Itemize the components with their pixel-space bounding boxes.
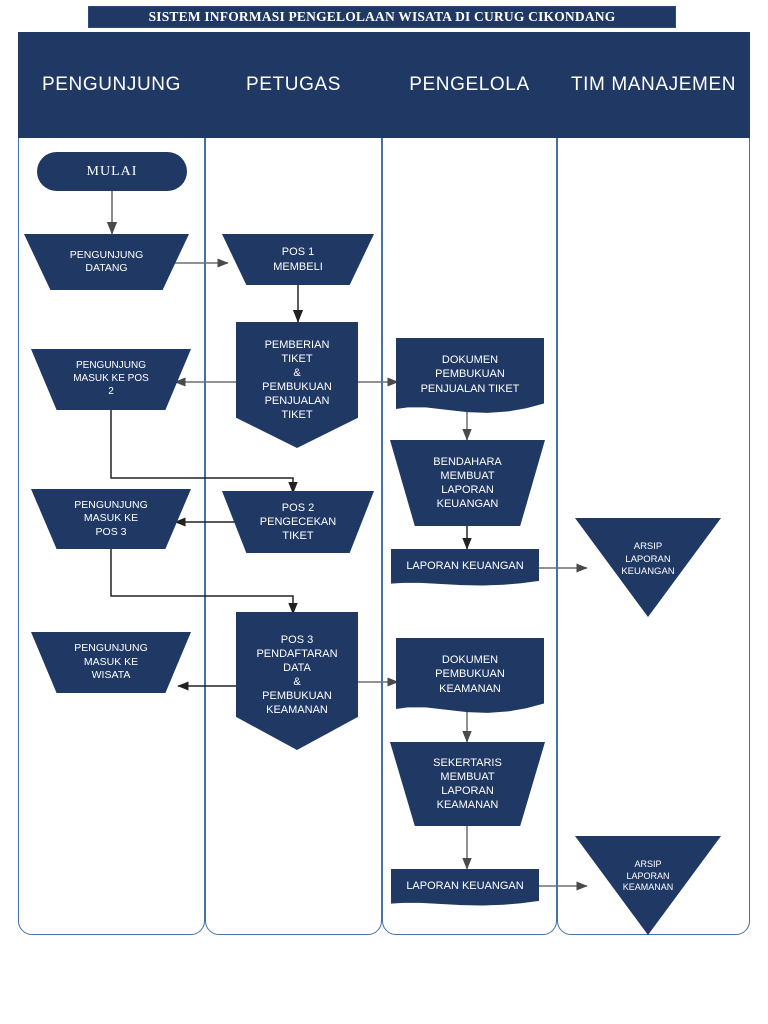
lane-header-pengelola: PENGELOLA xyxy=(382,32,557,138)
node-pengunjung-datang[interactable]: PENGUNJUNG DATANG xyxy=(24,234,189,290)
lane-tim-manajemen xyxy=(557,32,750,935)
node-pengunjung-masuk-pos2[interactable]: PENGUNJUNG MASUK KE POS 2 xyxy=(31,349,191,410)
node-pengunjung-masuk-pos3[interactable]: PENGUNJUNG MASUK KE POS 3 xyxy=(31,489,191,549)
diagram-title: SISTEM INFORMASI PENGELOLAAN WISATA DI C… xyxy=(148,9,616,24)
lane-header-petugas: PETUGAS xyxy=(205,32,382,138)
node-label: POS 2 PENGECEKAN TIKET xyxy=(259,501,337,543)
node-sekertaris-membuat-laporan-keamanan[interactable]: SEKERTARIS MEMBUAT LAPORAN KEAMANAN xyxy=(390,742,545,826)
node-dokumen-pembukuan-keamanan[interactable]: DOKUMEN PEMBUKUAN KEAMANAN xyxy=(396,638,544,713)
node-label: PENGUNJUNG DATANG xyxy=(69,248,144,274)
node-label: BENDAHARA MEMBUAT LAPORAN KEUANGAN xyxy=(433,455,502,511)
node-pos1-membeli[interactable]: POS 1 MEMBELI xyxy=(222,234,374,285)
node-mulai[interactable]: MULAI xyxy=(37,152,187,191)
lane-header-label: PENGELOLA xyxy=(409,74,530,96)
node-label: ARSIP LAPORAN KEUANGAN xyxy=(621,541,675,577)
node-label: POS 1 MEMBELI xyxy=(273,246,323,273)
node-pos3-pendaftaran[interactable]: POS 3 PENDAFTARAN DATA & PEMBUKUAN KEAMA… xyxy=(236,612,358,750)
node-label: DOKUMEN PEMBUKUAN PENJUALAN TIKET xyxy=(420,354,520,395)
node-label: POS 3 PENDAFTARAN DATA & PEMBUKUAN KEAMA… xyxy=(256,633,338,717)
lane-header-pengunjung: PENGUNJUNG xyxy=(18,32,205,138)
node-label: DOKUMEN PEMBUKUAN KEAMANAN xyxy=(435,654,505,695)
lane-header-label: TIM MANAJEMEN xyxy=(570,74,737,96)
node-label: LAPORAN KEUANGAN xyxy=(406,560,524,573)
node-label: PEMBERIAN TIKET & PEMBUKUAN PENJUALAN TI… xyxy=(262,338,332,422)
diagram-title-bar: SISTEM INFORMASI PENGELOLAAN WISATA DI C… xyxy=(88,6,676,28)
node-laporan-keuangan-1[interactable]: LAPORAN KEUANGAN xyxy=(391,549,539,586)
node-label: SEKERTARIS MEMBUAT LAPORAN KEAMANAN xyxy=(433,756,502,812)
lane-petugas xyxy=(205,32,382,935)
node-label: MULAI xyxy=(86,163,138,179)
node-label: PENGUNJUNG MASUK KE POS 2 xyxy=(73,360,149,397)
node-pengunjung-masuk-wisata[interactable]: PENGUNJUNG MASUK KE WISATA xyxy=(31,632,191,693)
lane-header-label: PETUGAS xyxy=(246,74,341,96)
lane-header-label: PENGUNJUNG xyxy=(41,74,181,96)
node-label: PENGUNJUNG MASUK KE WISATA xyxy=(74,642,148,682)
node-laporan-keuangan-2[interactable]: LAPORAN KEUANGAN xyxy=(391,869,539,906)
node-pos2-pengecekan[interactable]: POS 2 PENGECEKAN TIKET xyxy=(222,491,374,553)
node-label: ARSIP LAPORAN KEAMANAN xyxy=(622,859,674,893)
node-dokumen-pembukuan-penjualan-tiket[interactable]: DOKUMEN PEMBUKUAN PENJUALAN TIKET xyxy=(396,338,544,413)
node-label: LAPORAN KEUANGAN xyxy=(406,880,524,893)
node-bendahara-membuat-laporan-keuangan[interactable]: BENDAHARA MEMBUAT LAPORAN KEUANGAN xyxy=(390,440,545,526)
lane-header-tim-manajemen: TIM MANAJEMEN xyxy=(557,32,750,138)
node-label: PENGUNJUNG MASUK KE POS 3 xyxy=(74,498,148,538)
